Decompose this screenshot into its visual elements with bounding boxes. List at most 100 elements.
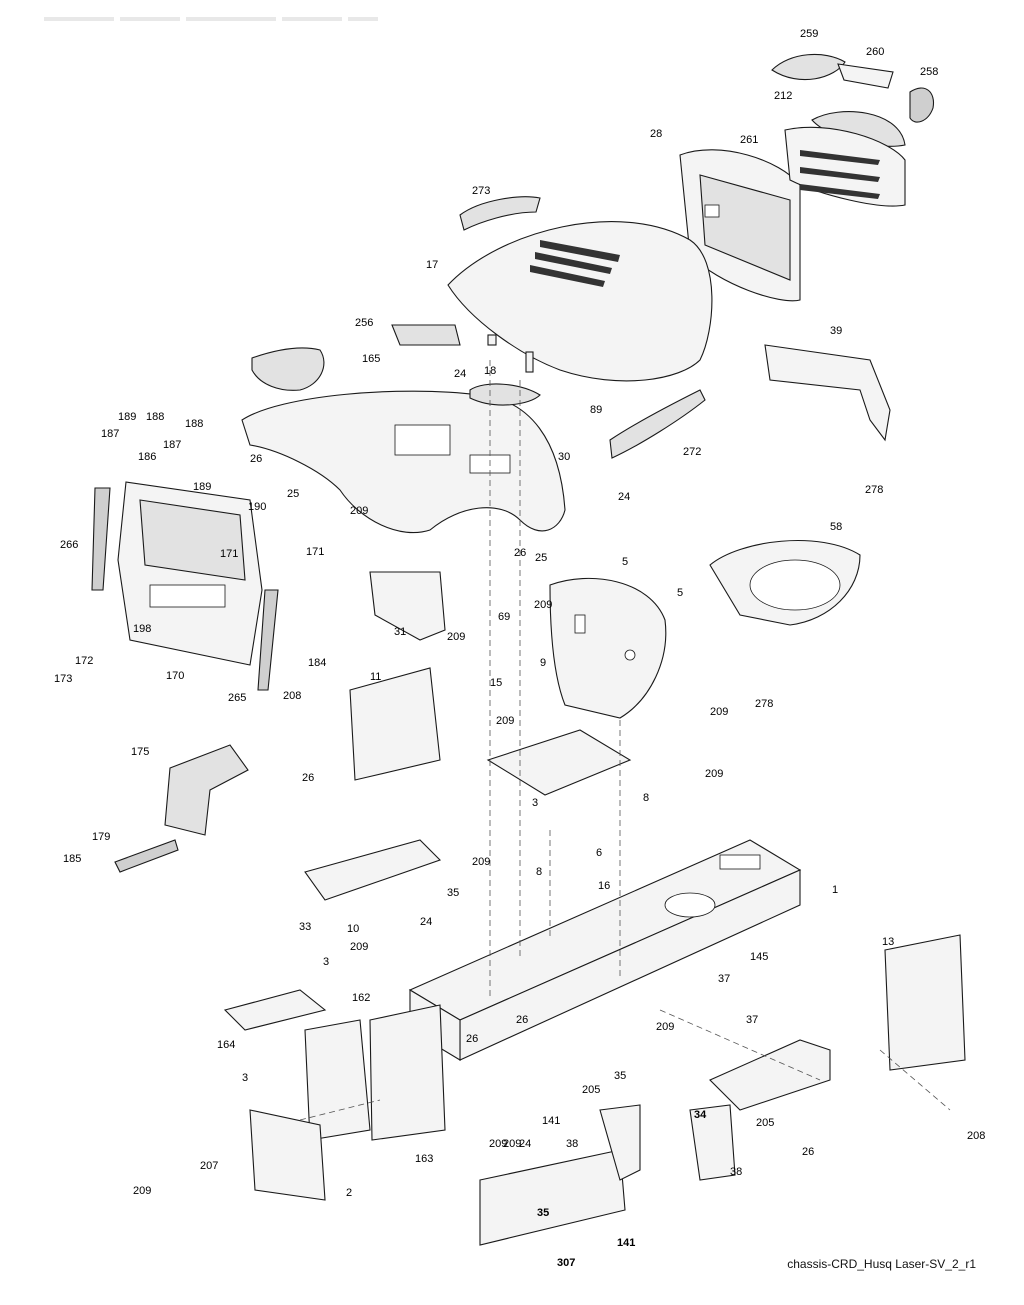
footrest-left-part xyxy=(304,839,442,901)
callout-30: 30 xyxy=(558,451,570,463)
callout-89: 89 xyxy=(590,404,602,416)
callout-18: 18 xyxy=(484,365,496,377)
callout-13: 13 xyxy=(882,936,894,948)
callout-208: 208 xyxy=(283,690,301,702)
callout-207: 207 xyxy=(200,1160,218,1172)
callout-185: 185 xyxy=(63,853,81,865)
callout-9: 9 xyxy=(540,657,546,669)
callout-205: 205 xyxy=(582,1084,600,1096)
callout-141: 141 xyxy=(617,1237,635,1249)
callout-3: 3 xyxy=(242,1072,248,1084)
callout-26: 26 xyxy=(514,547,526,559)
hood-bushing-part xyxy=(487,334,497,346)
callout-5: 5 xyxy=(677,587,683,599)
callout-11: 11 xyxy=(370,671,381,683)
callout-8: 8 xyxy=(643,792,649,804)
callout-35: 35 xyxy=(447,887,459,899)
callout-261: 261 xyxy=(740,134,758,146)
callout-266: 266 xyxy=(60,539,78,551)
callout-163: 163 xyxy=(415,1153,433,1165)
callout-69: 69 xyxy=(498,611,510,623)
callout-58: 58 xyxy=(830,521,842,533)
grille-housing-part xyxy=(679,126,906,302)
callout-258: 258 xyxy=(920,66,938,78)
callout-307: 307 xyxy=(557,1257,575,1269)
callout-209: 209 xyxy=(534,599,552,611)
callout-35: 35 xyxy=(614,1070,626,1082)
center-plate-part xyxy=(486,729,632,796)
callout-278: 278 xyxy=(865,484,883,496)
pivot-bracket-left-part xyxy=(599,1104,641,1181)
callout-188: 188 xyxy=(146,411,164,423)
front-plate-left-part xyxy=(304,1019,371,1141)
fender-part xyxy=(241,383,566,534)
callout-24: 24 xyxy=(420,916,432,928)
callout-209: 209 xyxy=(133,1185,151,1197)
callout-6: 6 xyxy=(596,847,602,859)
callout-26: 26 xyxy=(516,1014,528,1026)
front-plate-center-part xyxy=(369,1004,446,1141)
callout-15: 15 xyxy=(490,677,502,689)
callout-265: 265 xyxy=(228,692,246,704)
callout-38: 38 xyxy=(730,1166,742,1178)
side-plate-left-part xyxy=(349,667,441,781)
callout-205: 205 xyxy=(756,1117,774,1129)
callout-3: 3 xyxy=(323,956,329,968)
callout-209: 209 xyxy=(710,706,728,718)
side-grille-right-part xyxy=(609,389,706,459)
callout-26: 26 xyxy=(250,453,262,465)
callout-26: 26 xyxy=(466,1033,478,1045)
callout-37: 37 xyxy=(746,1014,758,1026)
callout-1: 1 xyxy=(832,884,838,896)
callout-2: 2 xyxy=(346,1187,352,1199)
callout-33: 33 xyxy=(299,921,311,933)
callout-209: 209 xyxy=(350,941,368,953)
seat-pan-part xyxy=(709,539,861,626)
callout-172: 172 xyxy=(75,655,93,667)
footrest-right-part xyxy=(709,1039,831,1111)
callout-10: 10 xyxy=(347,923,359,935)
callout-208: 208 xyxy=(967,1130,985,1142)
callout-8: 8 xyxy=(536,866,542,878)
pivot-bracket-right-part xyxy=(689,1104,736,1181)
callout-16: 16 xyxy=(598,880,610,892)
callout-198: 198 xyxy=(133,623,151,635)
side-plate-right-part xyxy=(884,934,966,1071)
callout-171: 171 xyxy=(220,548,238,560)
callout-209: 209 xyxy=(496,715,514,727)
callout-209: 209 xyxy=(472,856,490,868)
callout-24: 24 xyxy=(519,1138,531,1150)
fuel-cap-cover-part xyxy=(391,324,461,346)
callout-164: 164 xyxy=(217,1039,235,1051)
bottom-bracket-part xyxy=(479,1149,626,1246)
callout-3: 3 xyxy=(532,797,538,809)
callout-39: 39 xyxy=(830,325,842,337)
callout-209: 209 xyxy=(705,768,723,780)
callout-273: 273 xyxy=(472,185,490,197)
bracket-164-part xyxy=(223,989,327,1031)
callout-209: 209 xyxy=(489,1138,507,1150)
callout-162: 162 xyxy=(352,992,370,1004)
callout-34: 34 xyxy=(694,1109,707,1121)
callout-38: 38 xyxy=(566,1138,578,1150)
callout-187: 187 xyxy=(163,439,181,451)
callout-26: 26 xyxy=(302,772,314,784)
callout-256: 256 xyxy=(355,317,373,329)
callout-24: 24 xyxy=(454,368,466,380)
callout-272: 272 xyxy=(683,446,701,458)
hood-part xyxy=(447,196,713,382)
callout-35: 35 xyxy=(537,1207,549,1219)
callout-141: 141 xyxy=(542,1115,560,1127)
callout-175: 175 xyxy=(131,746,149,758)
pedal-cover-part xyxy=(164,744,249,836)
callout-212: 212 xyxy=(774,90,792,102)
assembly-lines xyxy=(299,360,951,1121)
callout-260: 260 xyxy=(866,46,884,58)
callout-209: 209 xyxy=(447,631,465,643)
callout-209: 209 xyxy=(503,1138,521,1150)
callout-187: 187 xyxy=(101,428,119,440)
callout-17: 17 xyxy=(426,259,438,271)
